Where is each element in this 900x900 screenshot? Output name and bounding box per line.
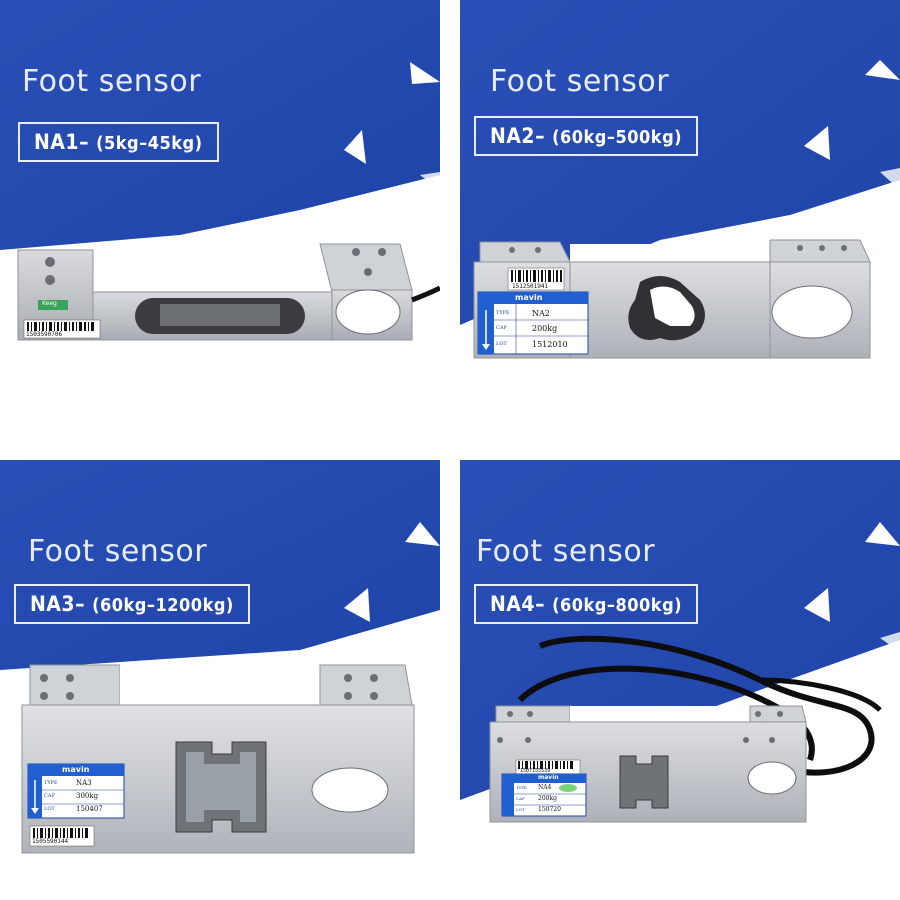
label-lot-key: LOT (44, 806, 55, 812)
triangle-icon (344, 130, 366, 164)
load-cell-na1 (17, 243, 440, 341)
label-cap-value: 200kg (538, 795, 557, 802)
barcode-number: 1512501941 (512, 283, 549, 290)
product-panel-na1: Foot sensor NA1– (5kg–45kg) 1503590706 K… (0, 0, 440, 440)
model-range-label: NA2– (60kg–500kg) (474, 116, 699, 156)
label-cap-key: CAP (516, 796, 525, 801)
capacity-range: (5kg–45kg) (96, 133, 203, 154)
product-heading: Foot sensor (28, 534, 208, 569)
label-type-key: TYPE (516, 785, 527, 790)
barcode-number: 1505590144 (32, 838, 69, 845)
blue-background (460, 460, 900, 823)
triangle-icon (804, 588, 830, 622)
brand-name: mavin (62, 765, 90, 774)
triangle-icon (405, 522, 440, 546)
product-heading: Foot sensor (490, 64, 670, 99)
label-cap-key: CAP (496, 325, 507, 331)
blue-background (460, 0, 900, 359)
model-code: NA4– (490, 592, 546, 616)
load-cell-na4 (489, 635, 882, 823)
capacity-range: (60kg–800kg) (552, 595, 683, 616)
label-cap-value: 200kg (532, 324, 558, 333)
label-lot-key: LOT (496, 341, 507, 347)
barcode-number: 1507155539 (520, 768, 551, 774)
label-type-key: TYPE (44, 780, 58, 786)
product-heading: Foot sensor (22, 64, 202, 99)
product-panel-na3: Foot sensor NA3– (60kg–1200kg) 150559014… (0, 460, 440, 900)
triangle-icon (865, 60, 900, 80)
product-panel-na2: Foot sensor NA2– (60kg–500kg) 1512501941… (460, 0, 900, 440)
product-panel-na4: Foot sensor NA4– (60kg–800kg) 1507155539… (460, 460, 900, 900)
model-code: NA3– (30, 592, 86, 616)
load-cell-na2 (473, 239, 871, 359)
model-code: NA2– (490, 124, 546, 148)
model-range-label: NA4– (60kg–800kg) (474, 584, 699, 624)
capacity-range: (60kg–500kg) (552, 127, 683, 148)
brand-name: mavin (538, 774, 559, 781)
label-lot-value: 150407 (76, 805, 103, 813)
label-type-value: NA2 (532, 309, 550, 318)
load-cell-na3 (21, 664, 415, 854)
label-lot-key: LOT (516, 807, 525, 812)
barcode-number: 1503590706 (26, 331, 63, 338)
model-range-label: NA1– (5kg–45kg) (18, 122, 219, 162)
label-cap-key: CAP (44, 793, 55, 799)
triangle-icon (804, 126, 830, 160)
brand-tag: Keeg (42, 300, 57, 307)
label-type-value: NA4 (538, 784, 552, 791)
model-range-label: NA3– (60kg–1200kg) (14, 584, 250, 624)
blue-background (0, 0, 440, 341)
triangle-icon (865, 522, 900, 546)
triangle-icon (344, 588, 370, 622)
label-cap-value: 300kg (76, 792, 99, 800)
model-code: NA1– (34, 130, 90, 154)
brand-name: mavin (515, 293, 543, 302)
label-type-value: NA3 (76, 779, 92, 787)
label-lot-value: 1512010 (532, 340, 568, 349)
blue-background (0, 460, 440, 854)
product-heading: Foot sensor (476, 534, 656, 569)
label-lot-value: 150720 (538, 806, 561, 813)
label-type-key: TYPE (496, 310, 510, 316)
triangle-icon (410, 62, 440, 84)
capacity-range: (60kg–1200kg) (92, 595, 234, 616)
